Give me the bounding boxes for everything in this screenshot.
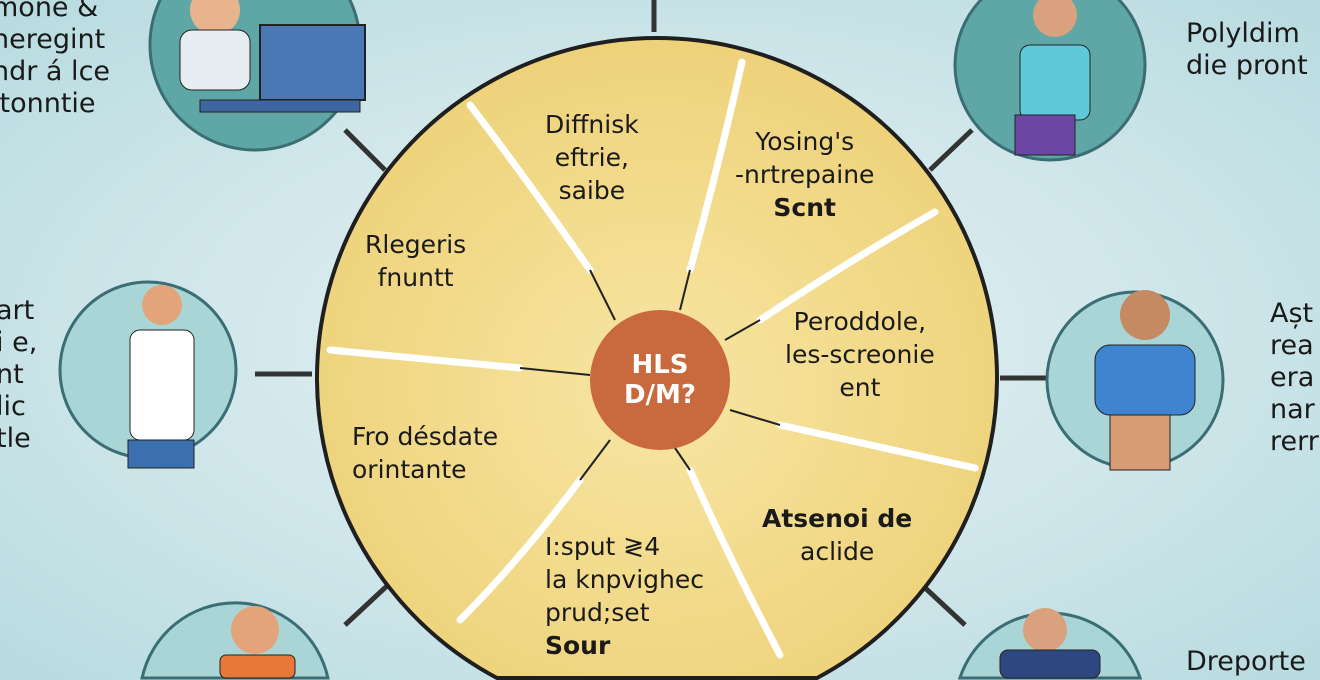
section-text: Fro désdate [352,422,499,451]
section-text: I:sput ≷4 [545,532,661,561]
side-label-mid-right: Așt rea era nar rerr [1270,298,1319,457]
wheel-section-5: Fro désdate orintante [352,420,498,486]
wheel-section-4: Perоddole, les-screonie ent [785,305,935,404]
wheel-section-3: Rlegeris fnuntt [365,228,466,294]
person-figure-left [127,285,195,469]
spoke [466,101,594,274]
section-text: fnuntt [377,263,454,292]
section-text: ent [839,373,881,402]
section-text: eftrie, [554,143,629,172]
spoke [756,208,939,324]
side-label-top-left: mone & heregint ndr á lce ltonntie [0,0,111,119]
person-figure-laptop [179,0,366,113]
hub-center-label: HLS D/M? [590,310,730,450]
arrow-bottom-left [343,583,390,627]
section-text: les-screonie [785,340,935,369]
section-text: Yosing's [755,127,855,156]
person-figure-bottom-left [219,606,296,679]
wheel-section-6: Atsenoi de aclide [762,502,912,568]
section-text: orintante [352,455,467,484]
hub-line-1: HLS [631,350,689,380]
wheel-section-1: Diffnisk eftrie, saibe [545,108,639,207]
person-figure-right [1094,290,1196,471]
arrow-top-left [343,128,387,172]
spoke [456,476,584,624]
section-text: -nrtrepaine [735,160,875,189]
side-label-bottom-right: Dreporte [1186,646,1306,677]
section-text: Sour [545,631,611,660]
spoke [776,421,979,472]
section-text: Perоddole, [793,307,927,336]
side-label-top-right: Polyldim die pront [1186,18,1308,81]
section-text: Rlegeris [365,230,467,259]
section-text: prud;set [545,598,650,627]
arrow-bottom-right [920,583,967,627]
hub-line-2: D/M? [623,380,697,410]
spoke [326,346,524,372]
spoke [686,466,784,659]
spoke [686,58,746,274]
side-label-mid-left: art i e, nt lic tle [0,295,38,454]
section-text: Diffnisk [545,110,639,139]
section-text: saibe [558,176,626,205]
person-figure-bottom-right [999,608,1101,679]
arrow-top-right [928,128,974,172]
section-text: Scnt [773,193,836,222]
section-text: aclide [800,537,875,566]
section-text: la knpvighec [545,565,704,594]
person-figure-top-right [1014,0,1091,156]
section-text: Atsenoi de [762,504,913,533]
